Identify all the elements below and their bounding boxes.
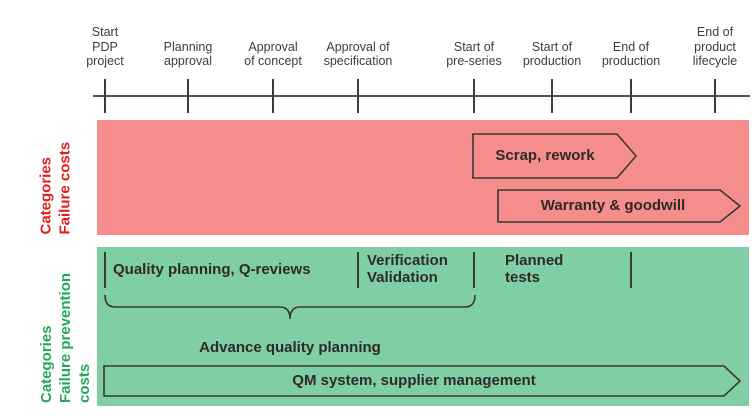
timeline-tick [104, 79, 106, 113]
milestone-label-end-of-product-lifecycle: End of product lifecycle [692, 24, 738, 69]
failure-costs-band [97, 120, 749, 235]
timeline-tick [187, 79, 189, 113]
qm-system-arrow-shape [103, 365, 743, 398]
phase-separator [104, 252, 106, 288]
milestone-label-start-pdp-project: Start PDP project [86, 24, 124, 69]
advance-quality-brace [104, 294, 477, 324]
timeline-tick [473, 79, 475, 113]
phase-label-planned-tests: Planned tests [505, 252, 564, 286]
timeline-tick [551, 79, 553, 113]
phase-label-quality-planning: Quality planning, Q-reviews [113, 261, 311, 278]
phase-separator [473, 252, 475, 288]
advance-quality-planning-label: Advance quality planning [199, 339, 381, 356]
timeline-tick [272, 79, 274, 113]
milestone-label-start-of-pre-series: Start of pre-series [446, 39, 502, 69]
milestone-label-end-of-production: End of production [601, 39, 661, 69]
timeline-tick [714, 79, 716, 113]
phase-separator [357, 252, 359, 288]
milestone-label-start-of-production: Start of production [522, 39, 582, 69]
timeline-axis [93, 95, 750, 97]
warranty-goodwill-arrow-shape [497, 189, 743, 224]
milestone-label-planning-approval: Planning approval [163, 39, 213, 69]
phase-label-verification-validation: Verification Validation [367, 252, 448, 286]
scrap-rework-arrow-shape [472, 133, 639, 180]
qm-system-label: QM system, supplier management [292, 372, 536, 389]
milestone-label-approval-of-concept: Approval of concept [244, 39, 302, 69]
warranty-goodwill-label: Warranty & goodwill [540, 197, 686, 214]
timeline-tick [630, 79, 632, 113]
failure-prevention-band [97, 247, 749, 406]
phase-separator [630, 252, 632, 288]
milestone-label-approval-of-specification: Approval of specification [323, 39, 393, 69]
timeline-tick [357, 79, 359, 113]
scrap-rework-label: Scrap, rework [495, 147, 595, 164]
failure-costs-side-label: Categories Failure costs [37, 141, 74, 235]
failure-prevention-side-label: Categories Failure prevention costs [38, 272, 93, 403]
